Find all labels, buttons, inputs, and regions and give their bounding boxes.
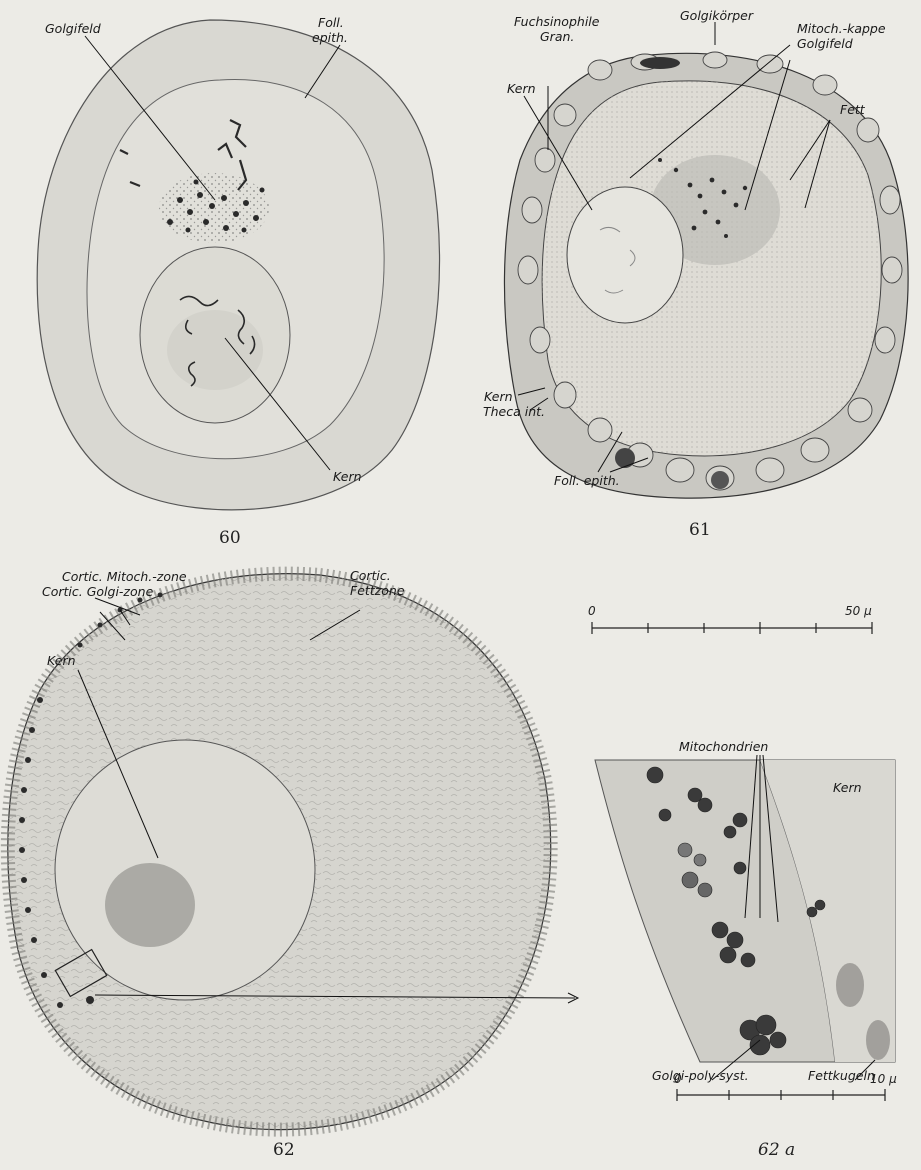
fig62a-label-kern: Kern (833, 781, 862, 794)
fig61-label-fuchsinophile: Fuchsinophile (514, 15, 599, 28)
scale-bar-large (592, 622, 872, 634)
fig62-number: 62 (273, 1140, 295, 1160)
fig62a-number: 62 a (758, 1140, 795, 1160)
figure-60 (37, 20, 439, 510)
fig61-label-mitochkappe: Mitoch.-kappe (797, 22, 886, 35)
fig61-label-kern-low: Kern (484, 390, 513, 403)
fig60-label-golgifeld: Golgifeld (45, 22, 101, 35)
fig62a-label-mitochondrien: Mitochondrien (679, 740, 768, 753)
fig61-label-golgikoerper: Golgikörper (680, 9, 753, 22)
fig61-nucleus (567, 187, 683, 323)
fig61-label-theca: Theca int. (483, 405, 545, 418)
fig62-nucleus (55, 740, 315, 1000)
fig61-label-fett: Fett (840, 103, 865, 116)
scale-small-end: 10 μ (870, 1072, 897, 1086)
scale-small-start: 0 (674, 1072, 682, 1086)
fig62a-label-fettkugeln: Fettkugeln (808, 1069, 875, 1082)
fig61-label-follepith: Foll. epith. (554, 474, 620, 487)
scale-large-start: 0 (588, 604, 596, 618)
fig62-nucleolus (105, 863, 195, 947)
fig60-label-kern: Kern (333, 470, 362, 483)
fig62a-label-golgipoly: Golgi-poly-syst. (652, 1069, 749, 1082)
fig62-label-kern: Kern (47, 654, 76, 667)
scale-bar-small (677, 1089, 885, 1101)
figure-62a (595, 755, 895, 1080)
fig60-number: 60 (219, 528, 241, 548)
fig61-label-kern-top: Kern (507, 82, 536, 95)
fig62-label-cortic: Cortic. (350, 569, 391, 582)
fig60-label-foll: Foll. (318, 16, 344, 29)
fig61-number: 61 (689, 520, 711, 540)
figure-61 (504, 22, 908, 498)
fig61-label-gran: Gran. (540, 30, 574, 43)
fig62-label-fettzone: Fettzone (350, 584, 405, 597)
fig61-label-golgifeld: Golgifeld (797, 37, 853, 50)
fig62-label-mitochzone: Cortic. Mitoch.-zone (62, 570, 187, 583)
fig60-label-epith: epith. (312, 31, 348, 44)
scale-large-end: 50 μ (845, 604, 872, 618)
fig62-label-golgizone: Cortic. Golgi-zone (42, 585, 153, 598)
figure-62 (8, 574, 578, 1130)
